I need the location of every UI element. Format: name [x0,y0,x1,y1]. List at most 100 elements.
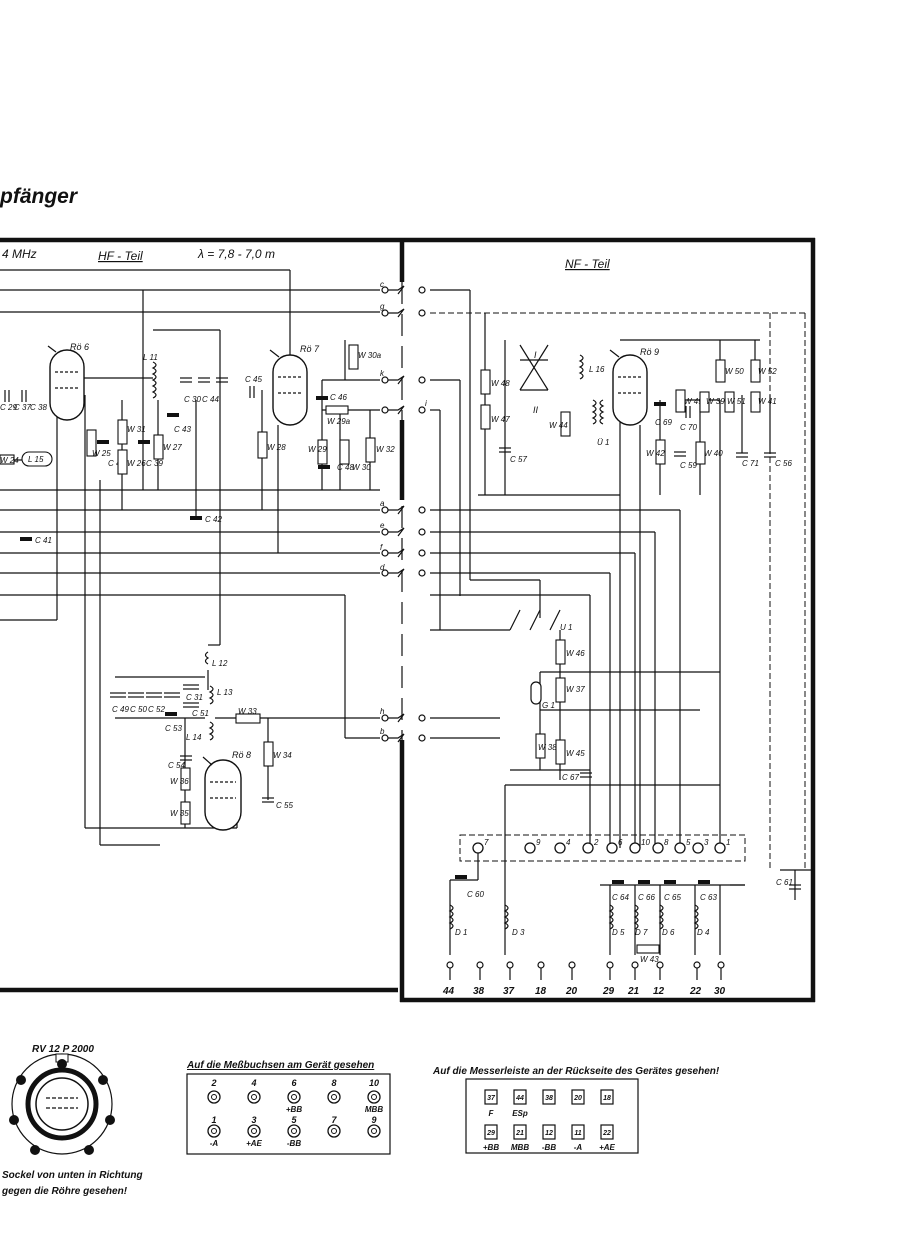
measuring-jack-socket [211,1094,217,1100]
strip-jack-number: 6 [618,838,623,847]
tube-base-caption-1: Sockel von unten in Richtung [2,1170,143,1181]
measuring-jack-socket [251,1128,257,1134]
coil-label: L 12 [212,659,228,668]
capacitor-label: C 44 [202,395,219,404]
resistors: W 25 W 31 W 26 W 27 W 28 W 29 W 29a W 30… [0,344,777,964]
strip-jack-number: 8 [664,838,669,847]
switch-label: h [380,707,385,716]
resistor-label: W 24 [0,456,19,465]
strip-jack-number: 2 [593,838,599,847]
measuring-jack-socket [211,1128,217,1134]
tube-ro9: Rö 9 [609,347,659,426]
coil-label: D 7 [635,928,648,937]
switch-label: G 1 [542,701,555,710]
tube-base-type: RV 12 P 2000 [32,1044,94,1055]
capacitor-label: C 53 [165,724,182,733]
measuring-jack-socket [291,1128,297,1134]
plug-pin-number: 37 [503,986,515,997]
capacitor-label: C 42 [205,515,222,524]
page-title: pfänger [0,185,79,208]
strip-jack-number: 7 [484,838,489,847]
tube-label: Rö 6 [70,342,89,352]
capacitor-label: C 29 [0,403,17,412]
measuring-jack[interactable] [247,1124,261,1138]
resistor-label: W 39 [706,397,725,406]
measuring-jack-number: 1 [211,1115,216,1125]
capacitor-label: C 56 [775,459,792,468]
knife-strip-legend: Auf die Messerleiste an der Rückseite de… [432,1066,720,1154]
resistor-label: W 35 [170,809,189,818]
switch-label: e [380,521,385,530]
measuring-jack[interactable] [367,1124,381,1138]
resistor-label: W 40 [704,449,723,458]
plug-pin-number: 30 [714,986,726,997]
resistor-label: W 25 [92,449,111,458]
resistor-label: W 46 [566,649,585,658]
measuring-jack-number: 5 [291,1115,297,1125]
knife-strip-contact [513,1124,527,1140]
switch-label: c [380,280,384,289]
measuring-jack[interactable] [207,1090,221,1104]
switch-label: b [380,727,385,736]
resistor-label: W 37 [566,685,585,694]
capacitor-label: C 41 [35,536,52,545]
capacitor-label: C 31 [186,693,203,702]
knife-strip-number: 12 [545,1130,553,1137]
measuring-jack[interactable] [327,1090,341,1104]
capacitor-label: C 63 [700,893,717,902]
capacitor-label: C 30 [184,395,201,404]
coil-label: L 16 [589,365,605,374]
knife-strip-label: -BB [542,1143,556,1152]
measuring-jack[interactable] [367,1090,381,1104]
resistor-label: W 43 [640,955,659,964]
knife-strip-number: 22 [602,1130,611,1137]
resistor-label: W 27 [163,443,182,452]
tube-label: Rö 7 [300,344,320,354]
knife-strip-contact [484,1124,498,1140]
measuring-jack-label: +AE [246,1139,262,1148]
resistor-label: W 48 [491,379,510,388]
capacitor-label: C 54 [168,761,185,770]
measuring-jack-number: 10 [369,1078,379,1088]
capacitor-label: C 66 [638,893,655,902]
resistor-label: W 30 [352,463,371,472]
tube-label: Rö 8 [232,750,251,760]
coil-label: L 11 [143,353,158,362]
capacitor-label: C 65 [664,893,681,902]
tube-base-caption-2: gegen die Röhre gesehen! [1,1186,128,1197]
resistor-label: W 31 [127,425,146,434]
switch-label: k [380,369,385,378]
knife-strip-number: 38 [545,1095,553,1102]
resistor-label: W 29a [327,417,351,426]
measuring-jack[interactable] [327,1124,341,1138]
wavelength-label: λ = 7,8 - 7,0 m [197,247,275,261]
knife-strip-label: +BB [483,1143,499,1152]
measuring-jack[interactable] [207,1124,221,1138]
capacitor-label: C 59 [680,461,697,470]
capacitor-label: C 43 [174,425,191,434]
coil-label: Ü 1 [597,438,609,447]
knife-strip-number: 37 [487,1095,496,1102]
resistor-label: W 44 [549,421,568,430]
nf-section-label: NF - Teil [565,257,610,271]
measuring-jack[interactable] [287,1124,301,1138]
measuring-strip: 7 9 4 2 6 10 8 5 3 1 [459,834,746,862]
strip-jack-number: 10 [641,838,650,847]
measuring-jack[interactable] [287,1090,301,1104]
capacitor-label: C 61 [776,878,793,887]
tube-ro8: Rö 8 [202,750,251,831]
coil-label: D 6 [662,928,675,937]
measuring-jack-label: -A [210,1139,219,1148]
knife-strip-contact [542,1124,556,1140]
switch-label: d [380,563,385,572]
knife-strip-caption: Auf die Messerleiste an der Rückseite de… [432,1066,720,1077]
capacitor-label: C 40 [108,459,125,468]
resistor-label: W 30a [358,351,382,360]
measuring-jack[interactable] [247,1090,261,1104]
capacitor-label: C 67 [562,773,579,782]
coil-label: D 3 [512,928,525,937]
